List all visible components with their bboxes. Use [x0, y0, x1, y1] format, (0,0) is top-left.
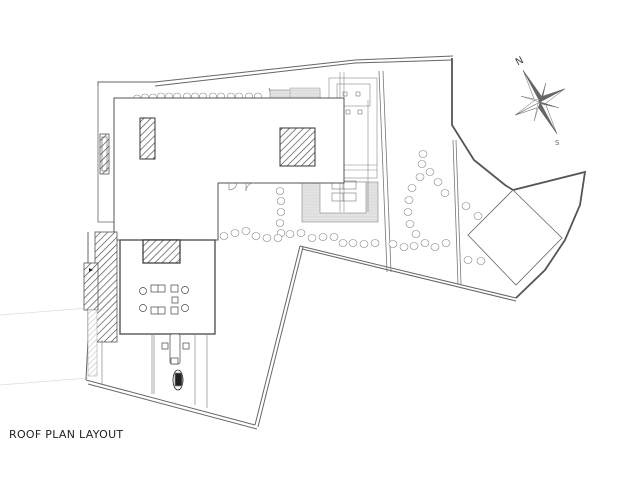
- main-roof: [113, 97, 345, 241]
- compass-rose-icon: N S: [514, 55, 565, 147]
- compass-north-label: N: [514, 55, 526, 68]
- compass-south-label: S: [555, 139, 560, 147]
- terrace-seating: [139, 284, 189, 315]
- roof-skylight-left: [139, 117, 156, 160]
- drawing-title: ROOF PLAN LAYOUT: [9, 428, 124, 441]
- context-lines: [0, 307, 89, 386]
- garden-strips: [268, 70, 462, 285]
- courtyard-skylight: [142, 239, 181, 264]
- site-boundary: [85, 55, 587, 430]
- stepping-stones: [219, 150, 486, 265]
- pavilion: [467, 189, 563, 286]
- terrace: [83, 231, 216, 377]
- door-swings: [228, 182, 255, 192]
- roof-skylight-right: [279, 127, 316, 167]
- west-strip: [97, 82, 114, 223]
- driveway: [101, 333, 208, 408]
